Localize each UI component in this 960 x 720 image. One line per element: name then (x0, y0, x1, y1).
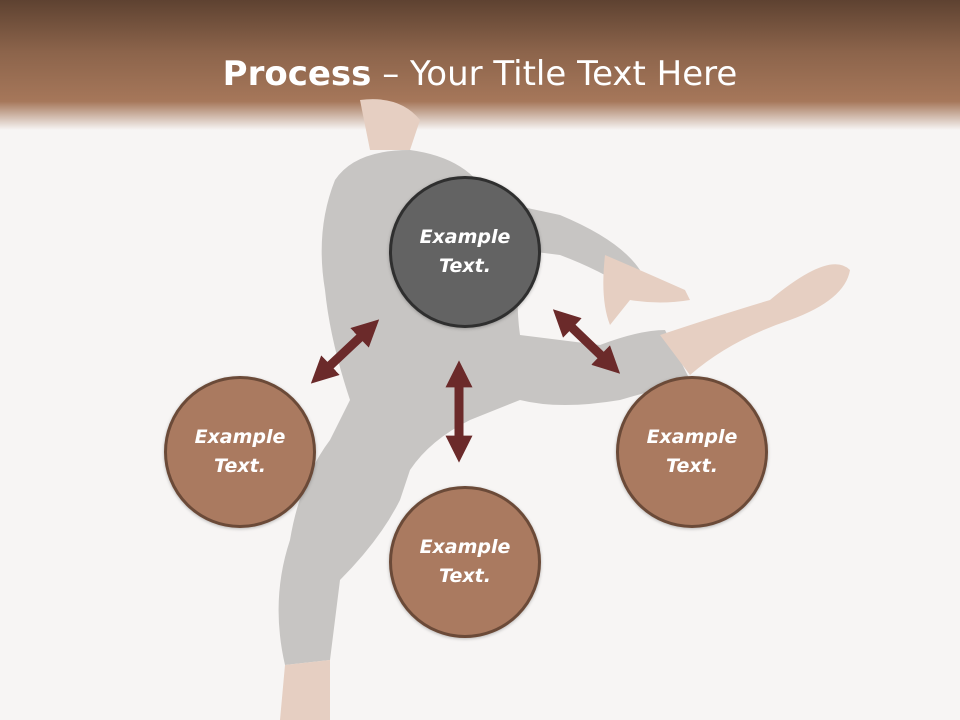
bottom-node-label: Example Text. (419, 536, 511, 587)
title-rest: Your Title Text Here (410, 54, 738, 94)
right-node: Example Text. (616, 376, 768, 528)
title-bold: Process (222, 54, 372, 94)
title-dash: – (371, 54, 411, 94)
arrow-center-left (310, 319, 380, 384)
bottom-node: Example Text. (389, 486, 541, 638)
left-node-label: Example Text. (194, 426, 286, 477)
title-banner (0, 0, 960, 130)
left-node: Example Text. (164, 376, 316, 528)
center-node-label: Example Text. (419, 226, 511, 277)
center-node: Example Text. (389, 176, 541, 328)
arrow-center-right (552, 309, 621, 374)
page-title: Process – Your Title Text Here (0, 52, 960, 96)
right-node-label: Example Text. (646, 426, 738, 477)
